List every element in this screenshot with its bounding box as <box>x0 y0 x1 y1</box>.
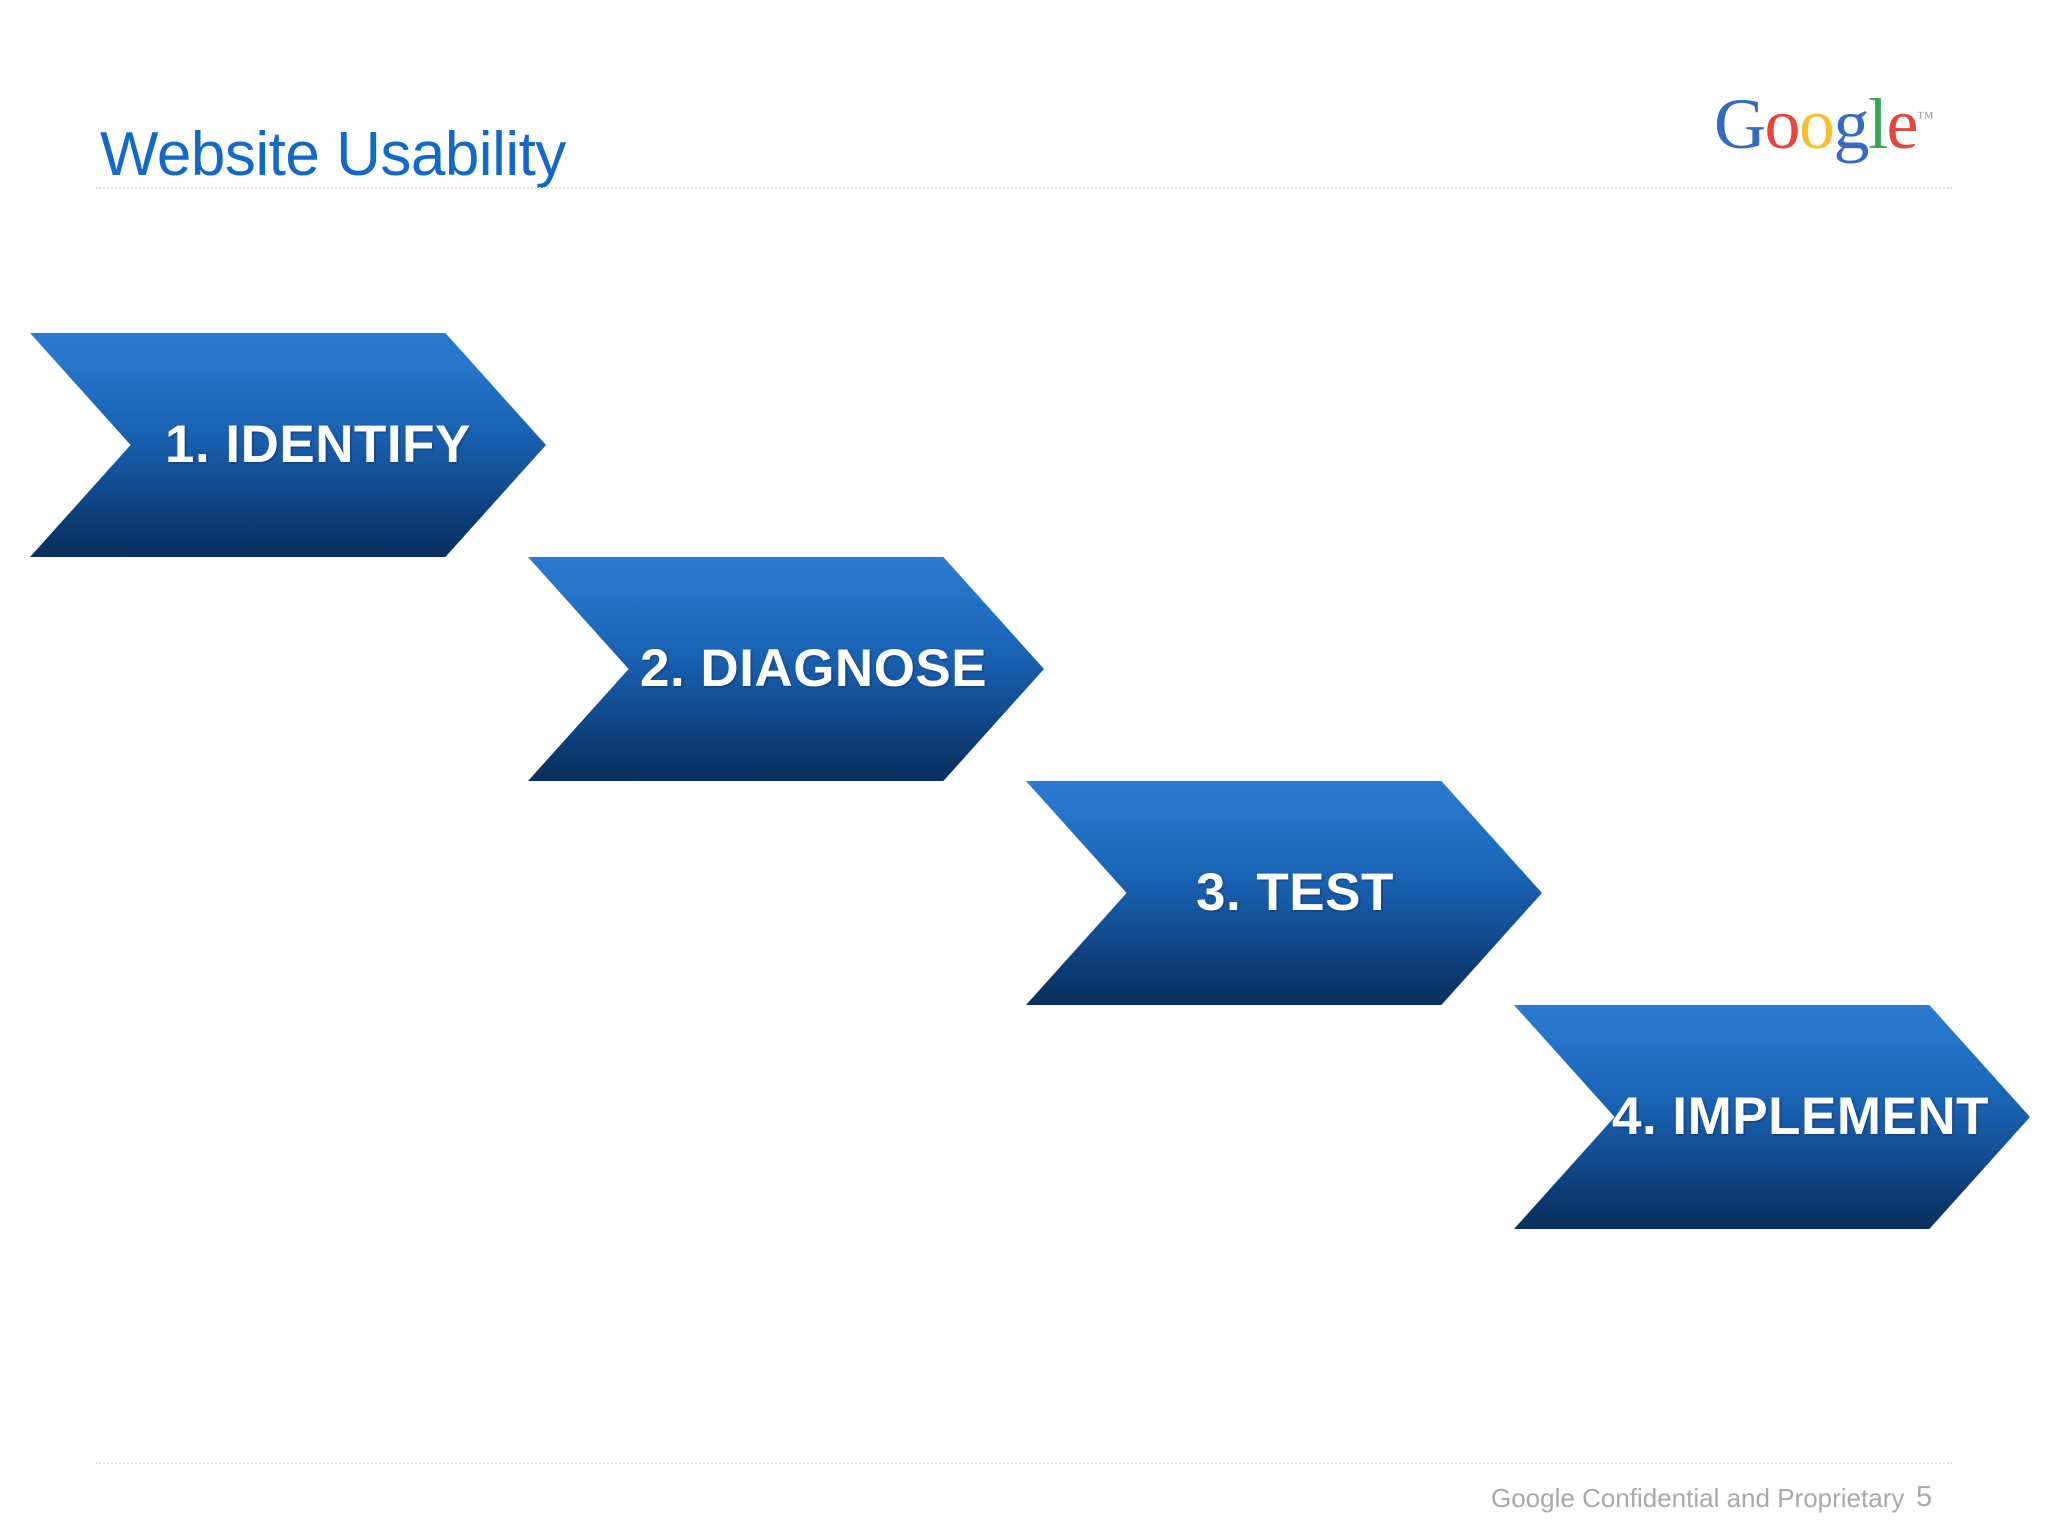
logo-trademark: ™ <box>1916 108 1934 127</box>
footer-page-number: 5 <box>1916 1481 1933 1513</box>
logo-letter-o2: o <box>1799 84 1835 164</box>
google-logo: Google™ <box>1714 88 1934 160</box>
footer-divider <box>96 1462 1952 1464</box>
logo-letter-e: e <box>1886 84 1919 164</box>
logo-letter-l: l <box>1868 84 1888 164</box>
process-step-label-4: 4. IMPLEMENT <box>1612 1087 1990 1146</box>
logo-letter-g2: g <box>1833 84 1870 164</box>
page-title: Website Usability <box>100 119 566 189</box>
logo-letter-o1: o <box>1764 84 1801 164</box>
header-divider <box>96 187 1952 189</box>
process-step-label-2: 2. DIAGNOSE <box>640 639 988 698</box>
process-step-label-1: 1. IDENTIFY <box>165 415 471 474</box>
process-step-label-3: 3. TEST <box>1196 863 1394 922</box>
logo-letter-g1: G <box>1714 84 1766 164</box>
footer-confidentiality-note: Google Confidential and Proprietary <box>1491 1483 1905 1513</box>
